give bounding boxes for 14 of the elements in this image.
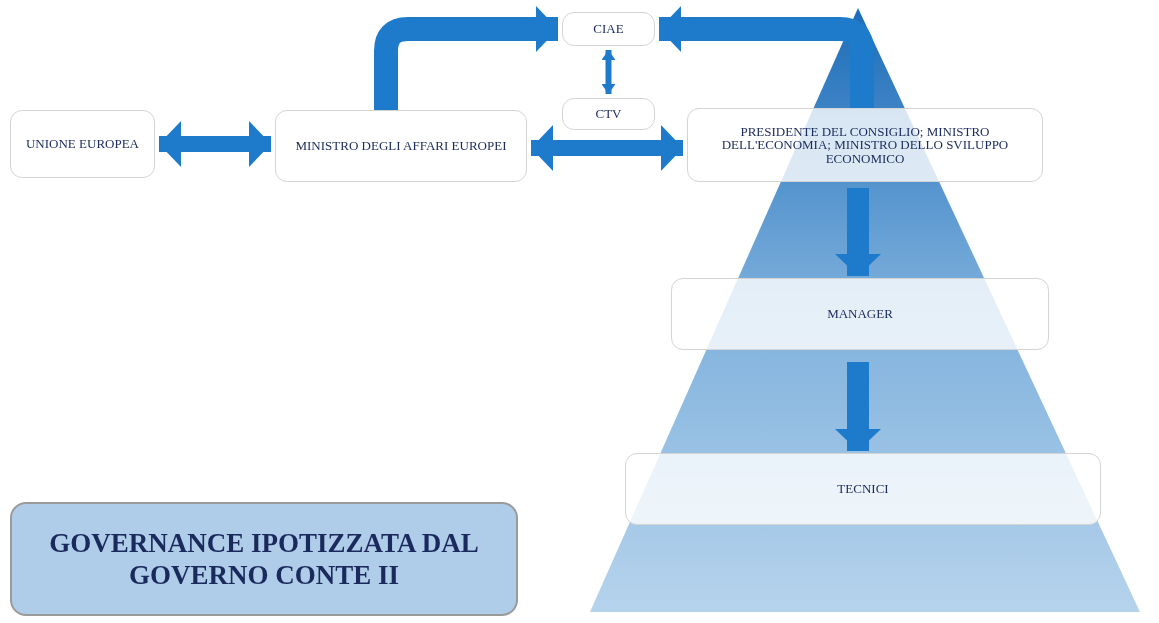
arrow — [659, 6, 874, 108]
text-box: PRESIDENTE DEL CONSIGLIO; MINISTRO DELL'ECONOMIA; MINISTRO DELLO SVILUPPO ECONOMICO — [687, 108, 1043, 182]
text-box: CIAE — [562, 12, 655, 46]
arrow — [835, 188, 881, 276]
text-box: UNIONE EUROPEA — [10, 110, 155, 178]
text-box: MANAGER — [671, 278, 1049, 350]
arrow — [531, 125, 683, 171]
arrow — [835, 362, 881, 451]
text-box: TECNICI — [625, 453, 1101, 525]
title-box: GOVERNANCE IPOTIZZATA DAL GOVERNO CONTE II — [10, 502, 518, 616]
arrow — [159, 121, 271, 167]
text-box: CTV — [562, 98, 655, 130]
text-box: MINISTRO DEGLI AFFARI EUROPEI — [275, 110, 527, 182]
arrow — [601, 50, 616, 94]
